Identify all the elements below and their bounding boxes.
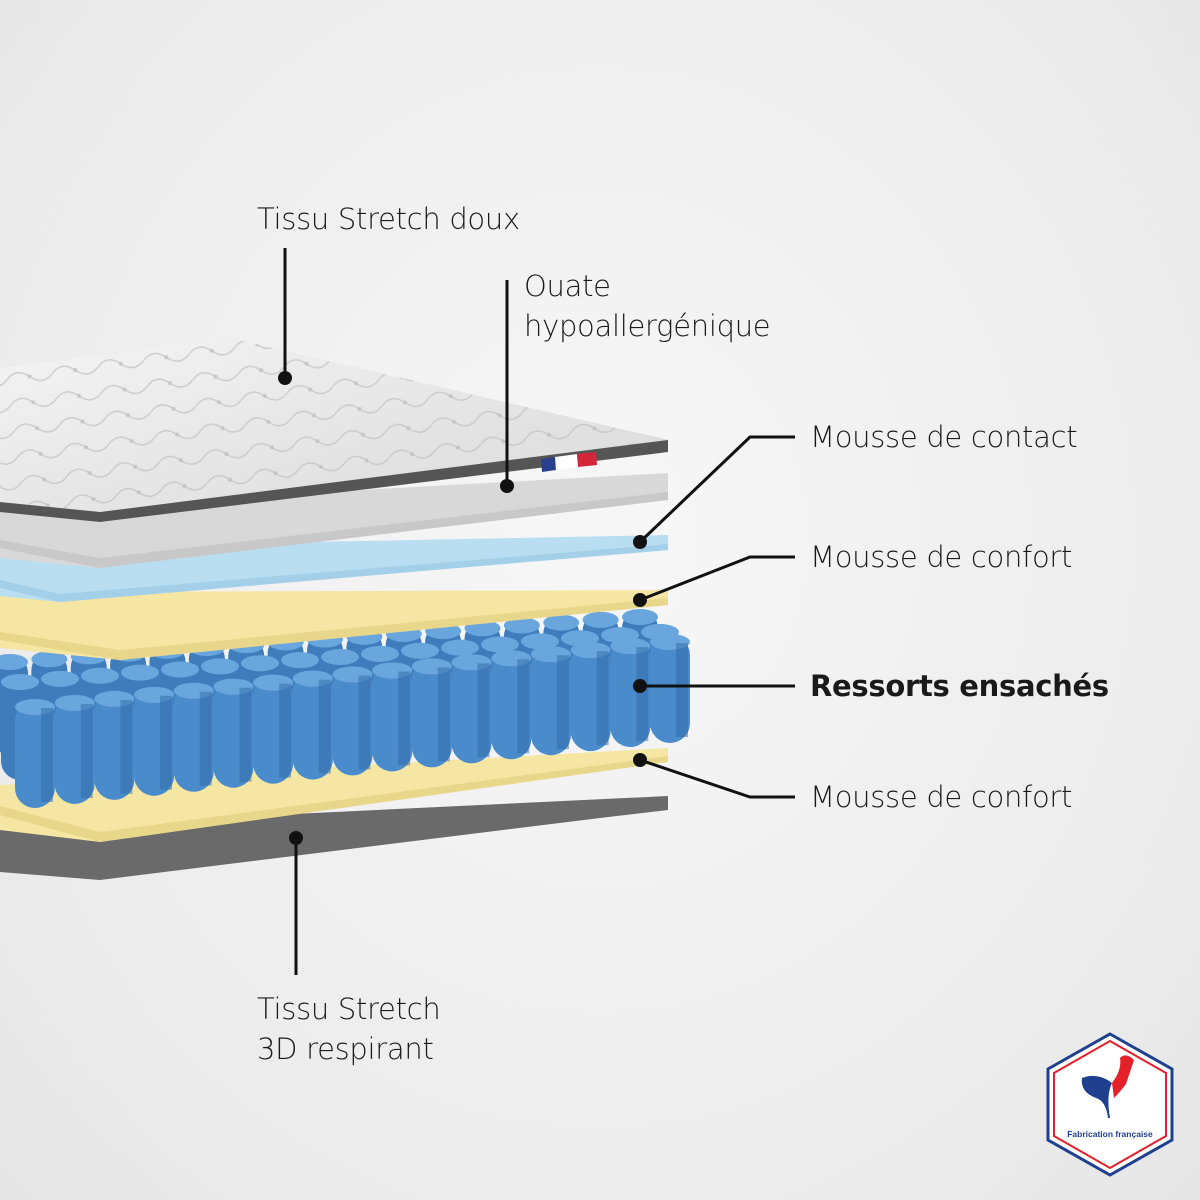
spring-coil [253, 674, 294, 784]
layer-contact-foam-edge [0, 544, 668, 602]
label-top-fabric: Tissu Stretch doux [257, 202, 520, 236]
spring-coil [15, 699, 55, 808]
spring-coil [491, 650, 532, 760]
spring-coil [570, 642, 611, 752]
badge-text: Fabrication française [1067, 1129, 1153, 1139]
layer-comfort-foam-bottom [0, 748, 668, 842]
label-comfort-foam-top: Mousse de confort [810, 540, 1073, 574]
label-pocket-springs: Ressorts ensachés [810, 669, 1109, 703]
label-wadding-line2: hypoallergénique [524, 309, 771, 343]
spring-coil [411, 658, 452, 768]
spring-coil [134, 686, 175, 796]
label-comfort-foam-bottom: Mousse de confort [810, 780, 1073, 814]
label-bottom-fabric-line2: 3D respirant [257, 1032, 434, 1066]
layer-bottom-fabric [0, 796, 668, 880]
layer-wadding-edge [0, 492, 668, 568]
label-wadding-line1: Ouate [524, 269, 611, 303]
spring-coil [292, 670, 333, 780]
spring-coil [94, 690, 135, 800]
spring-coil [173, 682, 214, 792]
spring-coil [650, 634, 690, 743]
spring-coil [372, 662, 413, 772]
spring-coil [530, 646, 571, 756]
rooster-icon [1081, 1075, 1112, 1118]
spring-coil [610, 638, 651, 748]
leader-dots [278, 371, 647, 845]
spring-coil [213, 678, 254, 788]
leader-lines [283, 248, 795, 975]
label-bottom-fabric-line1: Tissu Stretch [257, 992, 441, 1026]
spring-coil [332, 666, 373, 776]
layer-comfort-foam-top [0, 590, 668, 660]
french-flag-tag [541, 452, 597, 472]
pocket-springs [0, 609, 690, 808]
label-contact-foam: Mousse de contact [810, 420, 1078, 454]
spring-coil [54, 694, 95, 804]
quilting-pattern [0, 338, 668, 512]
layer-wadding [0, 473, 668, 568]
fabrication-francaise-badge: Fabrication française [1046, 1032, 1174, 1177]
spring-coil [451, 654, 492, 764]
